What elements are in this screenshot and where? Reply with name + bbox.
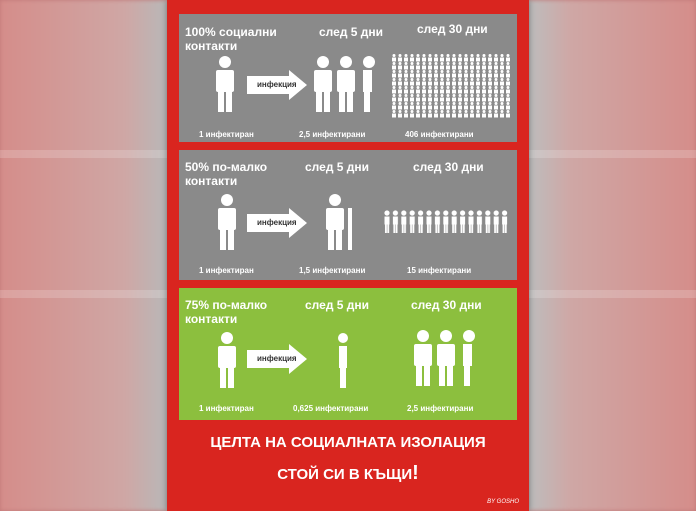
person-icon — [216, 56, 234, 112]
crowd-icon — [391, 54, 511, 118]
footer-title: ЦЕЛТА НА СОЦИАЛНАТА ИЗОЛАЦИЯ — [210, 434, 486, 451]
caption-start: 1 инфектиран — [199, 130, 254, 139]
caption-start: 1 инфектиран — [199, 266, 254, 275]
person-group-icon — [314, 56, 375, 112]
partial-person-icon — [338, 333, 348, 388]
caption-30-days: 15 инфектирани — [407, 266, 472, 275]
crowd-icon — [383, 210, 509, 234]
exclamation-mark: ! — [412, 462, 419, 484]
person-icon — [218, 194, 236, 250]
after-5-days-label: след 5 дни — [305, 160, 370, 174]
panel-50-percent: 50% по-малко контакти след 5 дни след 30… — [179, 150, 517, 280]
panel-label: 75% по-малко контакти — [185, 298, 268, 326]
panel-75-percent: 75% по-малко контакти след 5 дни след 30… — [179, 288, 517, 420]
person-icon — [218, 332, 236, 388]
after-5-days-label: след 5 дни — [305, 298, 370, 312]
arrow-label: инфекция — [257, 218, 297, 227]
caption-30-days: 406 инфектирани — [405, 130, 474, 139]
person-icon — [326, 194, 352, 250]
caption-5-days: 2,5 инфектирани — [299, 130, 366, 139]
panel-label: 100% социални контакти — [185, 25, 277, 53]
after-30-days-label: след 30 дни — [413, 160, 484, 174]
caption-5-days: 0,625 инфектирани — [293, 404, 369, 413]
caption-start: 1 инфектиран — [199, 404, 254, 413]
caption-5-days: 1,5 инфектирани — [299, 266, 366, 275]
panel-label: 50% по-малко контакти — [185, 160, 268, 188]
after-30-days-label: след 30 дни — [411, 298, 482, 312]
slogan-text: СТОЙ СИ В КЪЩИ — [277, 466, 413, 483]
panel-100-percent: 100% социални контакти след 5 дни след 3… — [179, 14, 517, 142]
arrow-label: инфекция — [257, 354, 297, 363]
arrow-right-icon — [247, 344, 307, 374]
infographic-poster: 100% социални контакти след 5 дни след 3… — [167, 0, 529, 511]
after-30-days-label: след 30 дни — [417, 22, 488, 36]
author-byline: BY GOSHO — [487, 499, 519, 505]
caption-30-days: 2,5 инфектирани — [407, 404, 474, 413]
arrow-label: инфекция — [257, 80, 297, 89]
arrow-right-icon — [247, 70, 307, 100]
person-group-icon — [414, 330, 475, 386]
footer-slogan: СТОЙ СИ В КЪЩИ! — [167, 462, 529, 485]
arrow-right-icon — [247, 208, 307, 238]
after-5-days-label: след 5 дни — [319, 25, 384, 39]
